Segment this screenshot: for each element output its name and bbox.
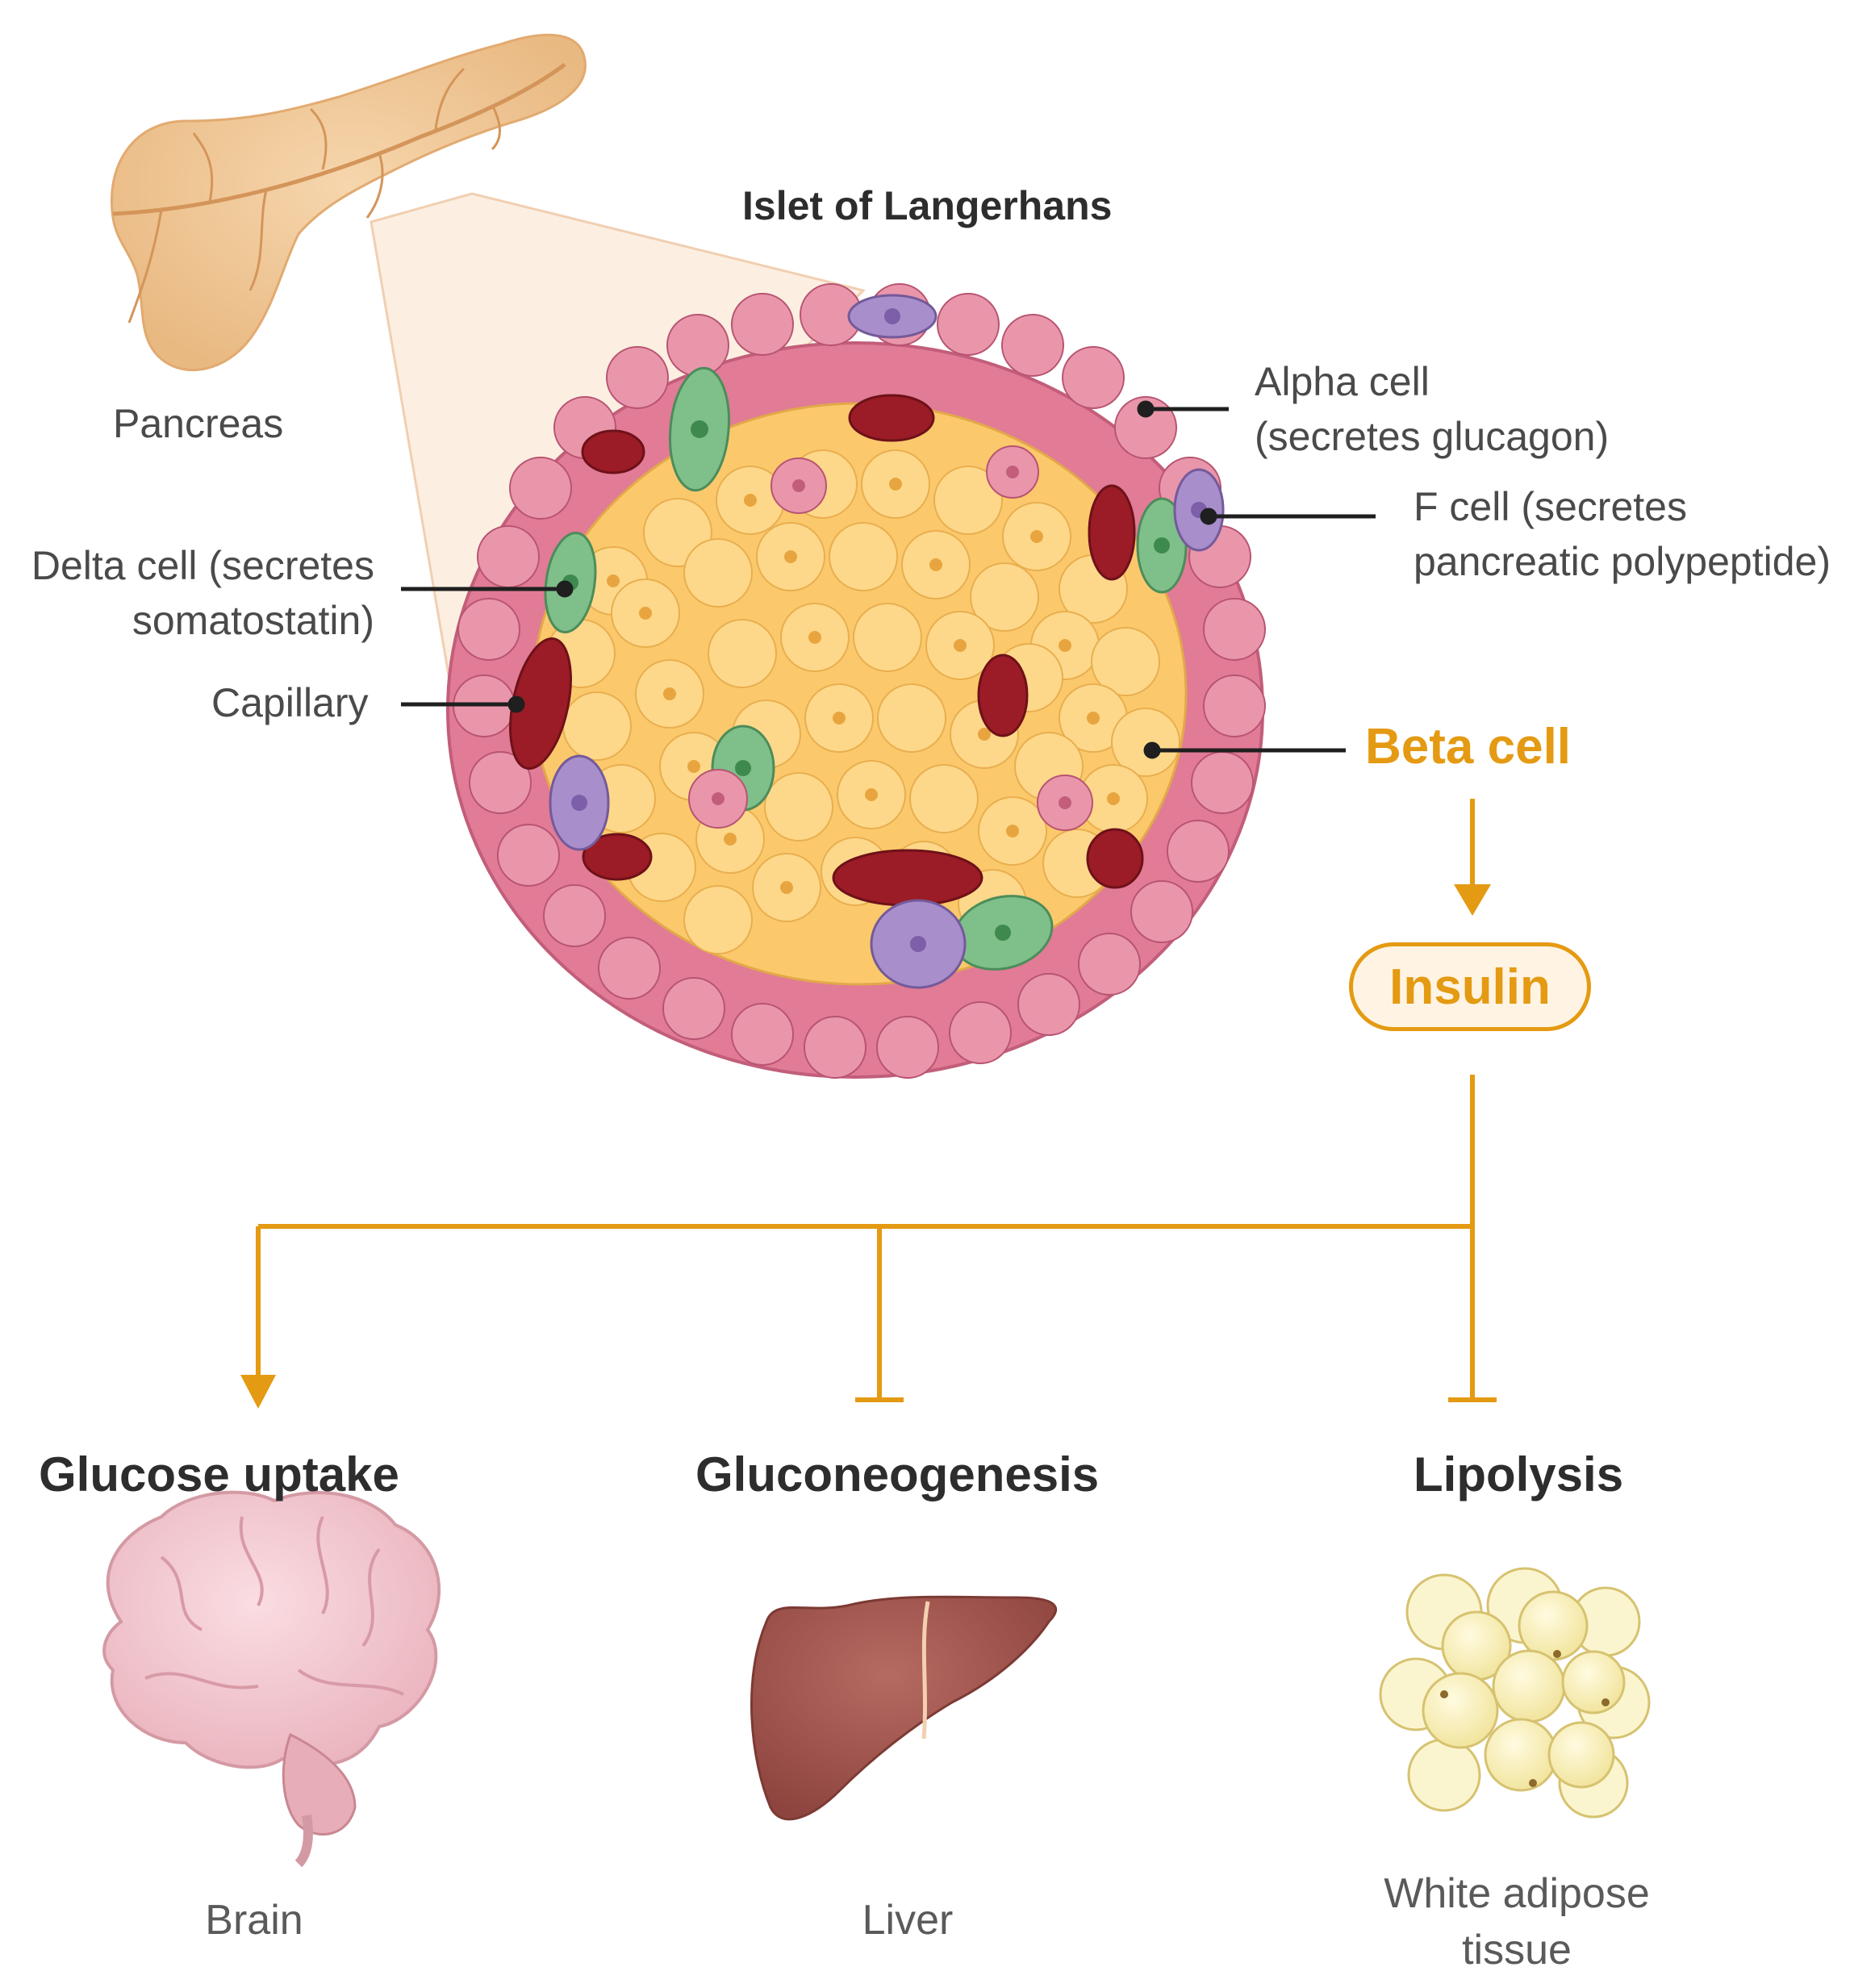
insulin-box: Insulin	[1349, 942, 1591, 1031]
f-cell-line1: F cell (secretes	[1414, 484, 1687, 529]
effect-title-glucose-uptake: Glucose uptake	[39, 1447, 399, 1501]
alpha-cell-line1: Alpha cell	[1255, 359, 1430, 404]
islet-title: Islet of Langerhans	[742, 183, 1113, 228]
organ-label-liver: Liver	[862, 1897, 954, 1944]
adipose-tissue-icon	[1379, 1567, 1651, 1819]
brain-icon	[102, 1490, 441, 1868]
delta-cell-line2: somatostatin)	[132, 597, 374, 643]
alpha-cell-label: Alpha cell (secretes glucagon)	[1255, 355, 1609, 464]
effect-title-lipolysis: Lipolysis	[1414, 1447, 1624, 1501]
adipose-line2: tissue	[1462, 1927, 1572, 1974]
beta-cell-label: Beta cell	[1365, 719, 1572, 775]
f-cell-label: F cell (secretes pancreatic polypeptide)	[1414, 480, 1831, 589]
adipose-line1: White adipose	[1384, 1870, 1650, 1917]
leader-lines	[401, 400, 1376, 759]
pancreas-illustration	[111, 33, 587, 372]
insulin-pathway	[240, 799, 1497, 1409]
delta-cell-label: Delta cell (secretes somatostatin)	[19, 539, 374, 648]
effect-title-gluconeogenesis: Gluconeogenesis	[695, 1447, 1100, 1501]
organ-label-brain: Brain	[205, 1897, 303, 1944]
f-cell-line2: pancreatic polypeptide)	[1414, 538, 1831, 584]
alpha-cell-line2: (secretes glucagon)	[1255, 413, 1610, 459]
capillary-label: Capillary	[211, 680, 369, 725]
organ-label-adipose: White adipose tissue	[1339, 1865, 1694, 1978]
pancreas-label: Pancreas	[113, 401, 284, 446]
islet-illustration	[446, 283, 1266, 1079]
insulin-label: Insulin	[1389, 958, 1551, 1015]
liver-icon	[750, 1595, 1058, 1821]
delta-cell-line1: Delta cell (secretes	[31, 543, 374, 588]
